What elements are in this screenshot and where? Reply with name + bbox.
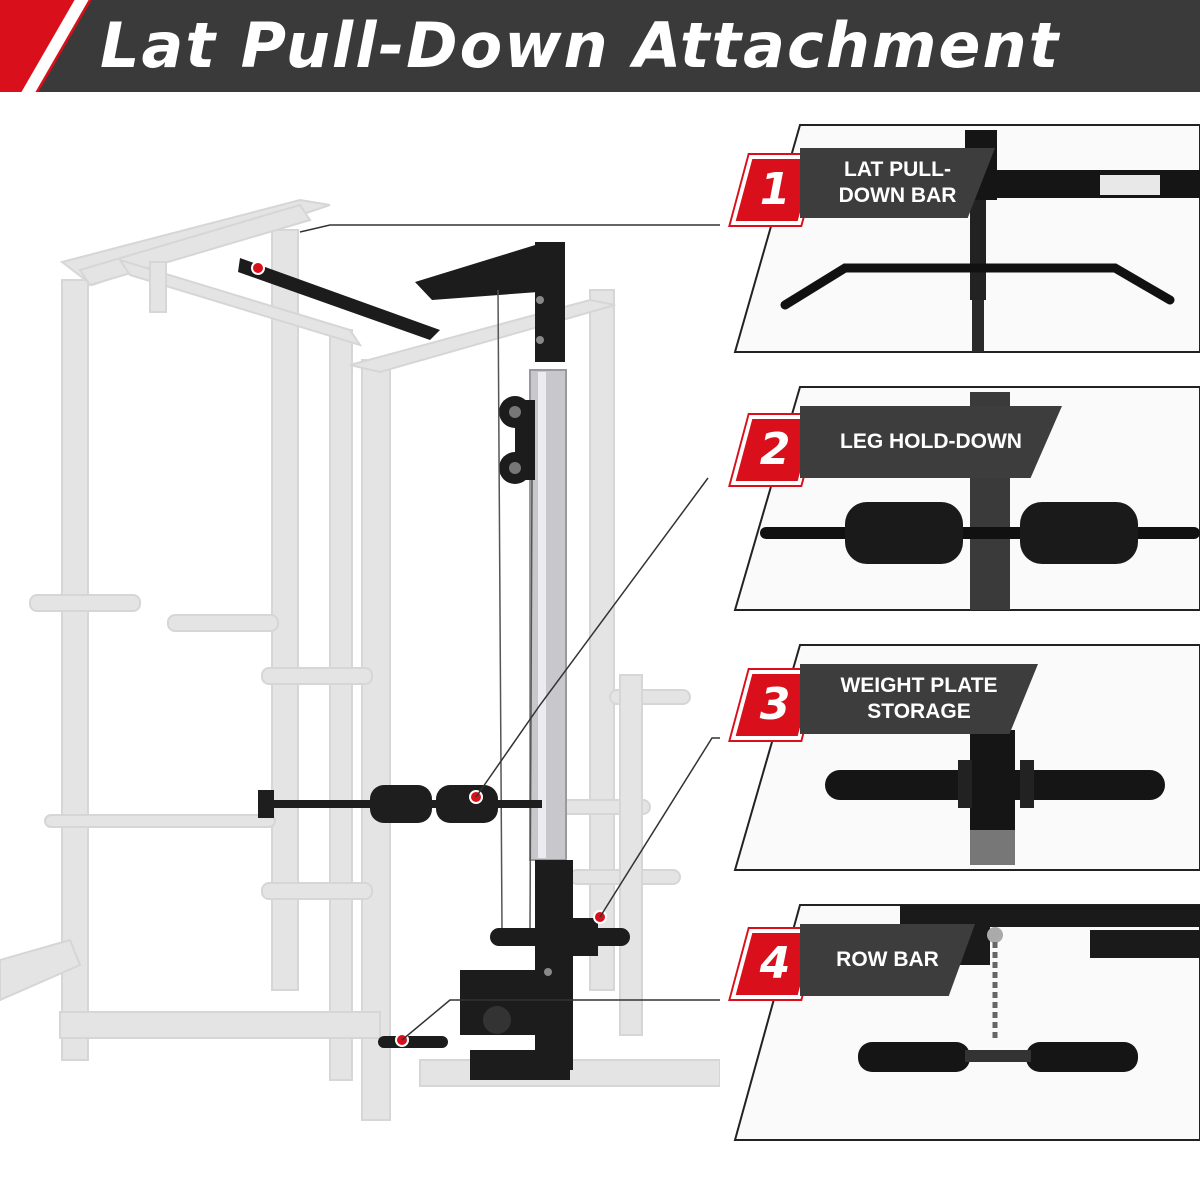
rack-illustration — [0, 198, 720, 1121]
header-banner: Lat Pull-Down Attachment — [0, 0, 1200, 92]
feature-panel-4: 4 ROW BAR — [730, 900, 1200, 1145]
feature-label-4: ROW BAR — [800, 924, 975, 996]
pulleys — [499, 396, 535, 484]
lower-frame — [378, 860, 630, 1080]
column — [529, 369, 567, 861]
feature-label-2: LEG HOLD-DOWN — [800, 406, 1062, 478]
top-arm — [238, 242, 565, 362]
feature-label-3: WEIGHT PLATE STORAGE — [800, 664, 1038, 734]
feature-panel-1: 1 LAT PULL-DOWN BAR — [730, 120, 1200, 360]
power-rack-frame — [0, 198, 720, 1121]
feature-label-1: LAT PULL-DOWN BAR — [800, 148, 995, 218]
page-title: Lat Pull-Down Attachment — [100, 9, 1061, 82]
feature-panel-2: 2 LEG HOLD-DOWN — [730, 382, 1200, 622]
feature-panel-3: 3 WEIGHT PLATE STORAGE — [730, 640, 1200, 875]
leg-hold-down — [258, 785, 542, 823]
leader-lines — [299, 224, 720, 1041]
